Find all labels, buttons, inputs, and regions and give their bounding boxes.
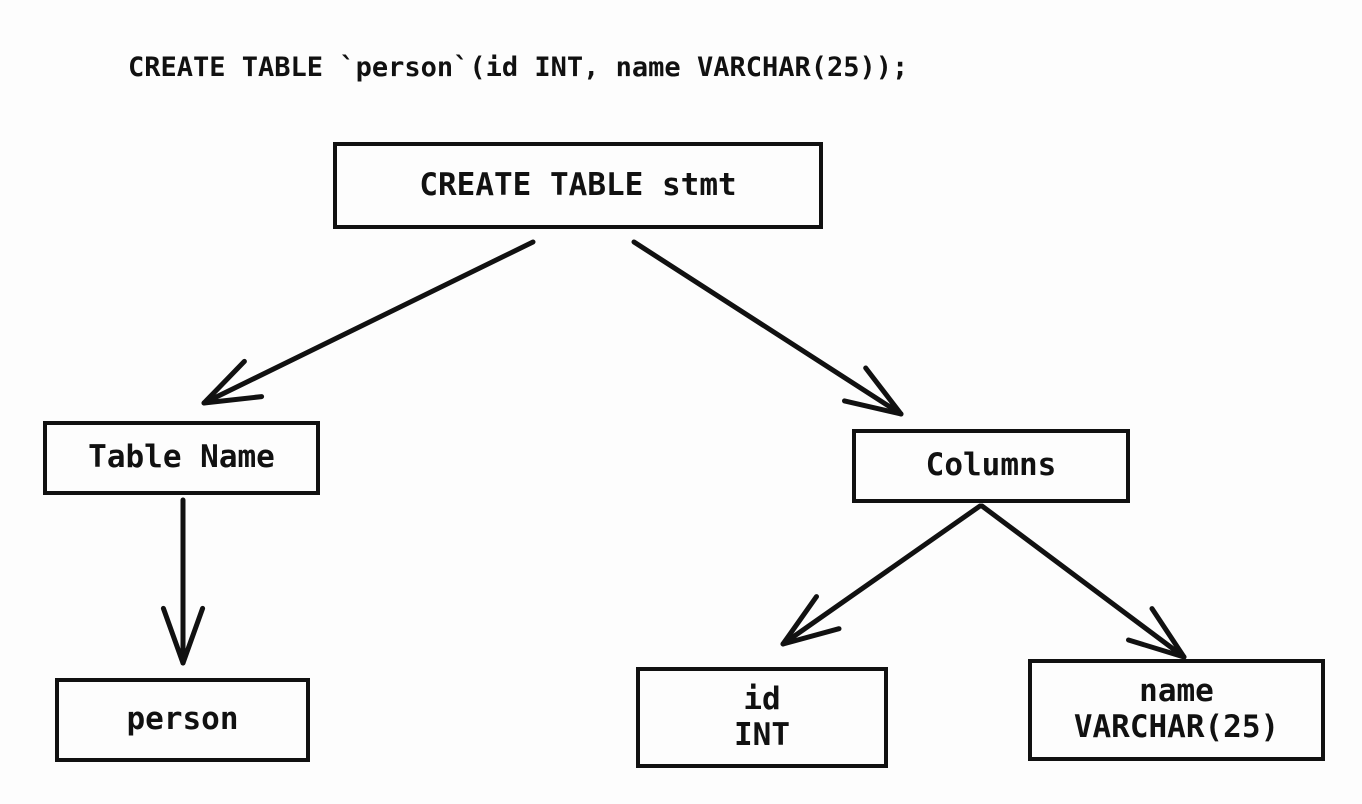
edge-root-to-table_name <box>201 239 536 406</box>
arrowhead-icon <box>1126 606 1187 660</box>
arrow-shaft <box>780 503 983 647</box>
edge-table_name-to-person <box>160 497 206 666</box>
edge-root-to-columns <box>631 239 904 417</box>
arrowhead-icon <box>201 358 265 406</box>
sql-statement: CREATE TABLE `person`(id INT, name VARCH… <box>128 52 909 83</box>
node-person: person <box>55 678 310 762</box>
node-name-varchar25: name VARCHAR(25) <box>1028 659 1325 761</box>
arrow-shaft <box>201 239 536 406</box>
arrowhead-icon <box>842 365 904 417</box>
node-id-int: id INT <box>636 667 888 768</box>
edge-columns-to-name_column <box>979 503 1187 660</box>
arrowhead-icon <box>780 594 842 647</box>
arrowhead-icon <box>160 605 206 666</box>
node-columns: Columns <box>852 429 1130 503</box>
node-table-name: Table Name <box>43 421 320 495</box>
node-create-table-stmt: CREATE TABLE stmt <box>333 142 823 229</box>
edge-columns-to-id_column <box>780 503 983 647</box>
arrow-shaft <box>979 503 1187 660</box>
arrow-shaft <box>631 239 904 417</box>
